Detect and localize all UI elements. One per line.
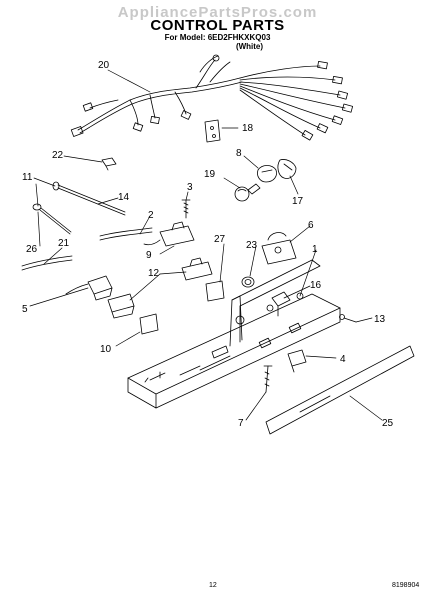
switch-drawing [143, 221, 195, 247]
connector-drawing [271, 291, 291, 317]
callout-26: 26 [26, 244, 38, 255]
callout-13: 13 [374, 314, 386, 325]
control-panel-strip-drawing [265, 345, 415, 435]
clip-drawing [101, 157, 117, 171]
thermostat-knob-drawing [257, 159, 297, 183]
callout-5: 5 [22, 304, 28, 315]
mounting-plate-drawing [204, 119, 221, 143]
callout-8: 8 [236, 148, 242, 159]
screw-right-drawing [339, 314, 357, 323]
label-drawing [205, 280, 225, 302]
label-small-drawing [139, 313, 159, 335]
callout-27: 27 [214, 234, 226, 245]
callout-2: 2 [148, 210, 154, 221]
tube-drawing [99, 227, 153, 241]
callout-6: 6 [308, 220, 314, 231]
callout-14: 14 [118, 192, 130, 203]
switches-drawing [107, 257, 213, 319]
callout-10: 10 [100, 344, 112, 355]
document-number: 8198904 [392, 582, 420, 589]
control-housing-drawing [127, 259, 341, 409]
callout-7: 7 [238, 418, 244, 429]
callout-25: 25 [382, 418, 394, 429]
callout-20: 20 [98, 60, 110, 71]
light-switch-drawing [65, 275, 113, 301]
grommet-drawing [241, 276, 255, 288]
screw-lower-drawing [263, 365, 273, 393]
callout-17: 17 [292, 196, 304, 207]
watermark: AppliancePartsPros.com [117, 4, 318, 21]
callout-23: 23 [246, 240, 258, 251]
callout-22: 22 [52, 150, 64, 161]
diagram-title: CONTROL PARTS [150, 17, 285, 34]
control-module-drawing [261, 232, 297, 265]
callout-12: 12 [148, 268, 160, 279]
callout-1: 1 [312, 244, 318, 255]
callout-11: 11 [22, 172, 33, 183]
callout-3: 3 [187, 182, 193, 193]
clip-bracket-drawing [287, 349, 307, 373]
callout-18: 18 [242, 123, 254, 134]
model-line: For Model: 6ED2FHKXKQ03 [164, 33, 271, 42]
callout-4: 4 [340, 354, 346, 365]
callout-21: 21 [58, 238, 70, 249]
light-bulb-drawing [234, 183, 261, 202]
page-number: 12 [209, 582, 217, 589]
callout-9: 9 [146, 250, 152, 261]
capillary-tube-drawing [32, 181, 126, 235]
tube-lower-drawing [21, 255, 73, 271]
callout-16: 16 [310, 280, 322, 291]
callout-19: 19 [204, 169, 216, 180]
wiring-harness-drawing [70, 54, 354, 141]
screw-drawing [181, 199, 191, 219]
color-line: (White) [235, 42, 264, 51]
